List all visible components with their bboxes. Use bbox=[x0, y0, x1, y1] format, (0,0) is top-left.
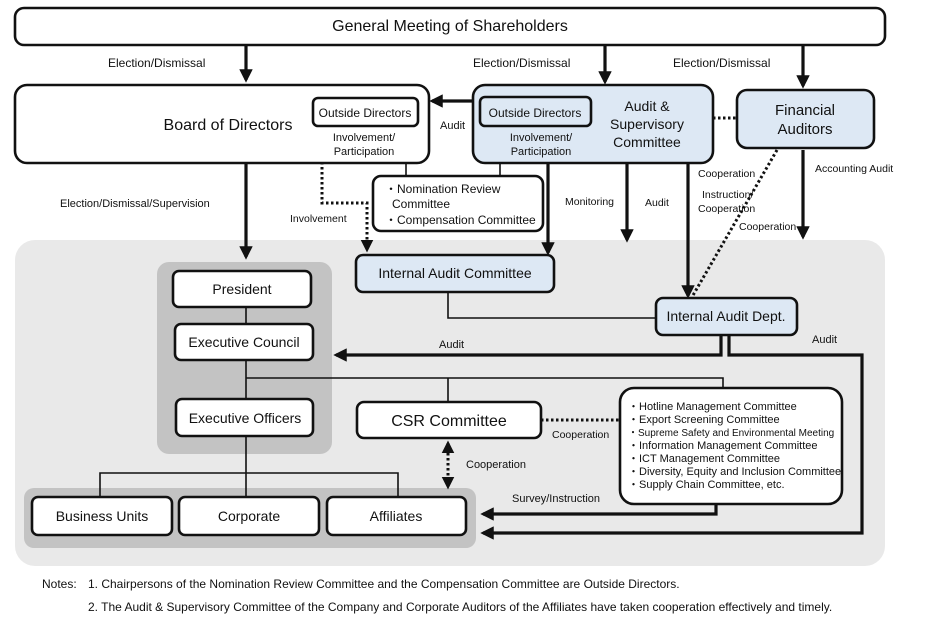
executive-council-label: Executive Council bbox=[188, 334, 299, 350]
committee-item: ・Supreme Safety and Environmental Meetin… bbox=[628, 428, 834, 439]
president-label: President bbox=[212, 281, 271, 297]
label-cooperation-financial: Cooperation bbox=[739, 221, 796, 233]
committee-item: ・Export Screening Committee bbox=[628, 414, 780, 426]
csr-committee-node: CSR Committee bbox=[355, 400, 543, 440]
label-election-supervision: Election/Dismissal/Supervision bbox=[60, 198, 210, 210]
label-cooperation-vertical: Cooperation bbox=[466, 459, 526, 471]
corporate-node: Corporate bbox=[177, 495, 321, 537]
arrow-dept-audit-affiliates bbox=[480, 335, 864, 540]
business-units-node: Business Units bbox=[30, 495, 174, 537]
asc-title-3: Committee bbox=[613, 134, 681, 150]
asc-involvement-label-1: Involvement/ bbox=[510, 132, 573, 144]
committee-item: ・Information Management Committee bbox=[628, 440, 818, 452]
financial-auditors-node: Financial Auditors bbox=[735, 88, 876, 150]
committee-item: ・Hotline Management Committee bbox=[628, 401, 797, 413]
label-election-board: Election/Dismissal bbox=[108, 56, 205, 70]
shareholders-label: General Meeting of Shareholders bbox=[332, 18, 568, 35]
internal-audit-committee-node: Internal Audit Committee bbox=[354, 253, 556, 294]
asc-involvement-label-2: Participation bbox=[511, 146, 572, 158]
financial-title-2: Auditors bbox=[777, 121, 832, 138]
label-election-asc: Election/Dismissal bbox=[473, 56, 570, 70]
president-node: President bbox=[171, 269, 313, 309]
label-cooperation-top: Cooperation bbox=[698, 168, 755, 180]
financial-title-1: Financial bbox=[775, 102, 835, 119]
nomination-line-3: ・Compensation Committee bbox=[385, 213, 536, 227]
committee-item: ・Diversity, Equity and Inclusion Committ… bbox=[628, 466, 841, 478]
internal-audit-dept-node: Internal Audit Dept. bbox=[654, 296, 799, 337]
board-node: Board of Directors Outside Directors Inv… bbox=[13, 83, 431, 165]
internal-audit-dept-label: Internal Audit Dept. bbox=[666, 308, 785, 324]
note-item: 2. The Audit & Supervisory Committee of … bbox=[88, 600, 832, 614]
committee-item: ・ICT Management Committee bbox=[628, 453, 780, 465]
affiliates-node: Affiliates bbox=[325, 495, 468, 537]
note-item: 1. Chairpersons of the Nomination Review… bbox=[88, 577, 680, 591]
label-audit-board: Audit bbox=[440, 120, 465, 132]
label-audit-exec: Audit bbox=[439, 339, 464, 351]
dotted-financial-internal-dept bbox=[690, 149, 779, 298]
council-branch bbox=[246, 377, 724, 387]
asc-title-1: Audit & bbox=[624, 98, 670, 114]
internal-committee-to-dept bbox=[447, 292, 656, 319]
board-label: Board of Directors bbox=[164, 117, 293, 134]
business-units-label: Business Units bbox=[56, 508, 149, 524]
shareholders-node: General Meeting of Shareholders bbox=[13, 6, 887, 47]
dotted-involvement-internal-audit bbox=[320, 162, 374, 253]
label-instruction-cooperation: Cooperation bbox=[698, 203, 755, 215]
board-involvement-label-1: Involvement/ bbox=[333, 132, 396, 144]
notes-prefix: Notes: bbox=[42, 577, 77, 591]
affiliates-label: Affiliates bbox=[370, 508, 423, 524]
label-audit-right: Audit bbox=[812, 334, 837, 346]
label-accounting-audit: Accounting Audit bbox=[815, 163, 893, 175]
nomination-line-2: Committee bbox=[392, 197, 450, 211]
board-involvement-label-2: Participation bbox=[334, 146, 395, 158]
internal-audit-committee-label: Internal Audit Committee bbox=[378, 265, 532, 281]
officers-branch bbox=[99, 472, 399, 496]
board-outside-directors-label: Outside Directors bbox=[319, 106, 412, 120]
label-election-financial: Election/Dismissal bbox=[673, 56, 770, 70]
corporate-label: Corporate bbox=[218, 508, 280, 524]
executive-officers-node: Executive Officers bbox=[174, 397, 315, 438]
audit-supervisory-committee-node: Outside Directors Involvement/ Participa… bbox=[471, 83, 715, 165]
label-monitoring: Monitoring bbox=[565, 196, 614, 208]
label-cooperation-csr: Cooperation bbox=[552, 429, 609, 441]
nomination-compensation-node: ・Nomination Review Committee ・Compensati… bbox=[371, 174, 545, 233]
executive-council-node: Executive Council bbox=[173, 322, 315, 362]
nomination-line-1: ・Nomination Review bbox=[385, 182, 501, 196]
committee-item: ・Supply Chain Committee, etc. bbox=[628, 479, 785, 491]
label-survey-instruction: Survey/Instruction bbox=[512, 493, 600, 505]
arrow-committees-affiliates bbox=[480, 504, 718, 521]
label-audit-asc: Audit bbox=[645, 197, 669, 209]
asc-title-2: Supervisory bbox=[610, 116, 684, 132]
label-instruction: Instruction/ bbox=[702, 189, 753, 201]
asc-outside-directors-label: Outside Directors bbox=[489, 106, 582, 120]
committees-list-node: ・Hotline Management Committee ・Export Sc… bbox=[618, 386, 844, 506]
label-involvement: Involvement bbox=[290, 213, 347, 225]
arrow-dept-audit-exec bbox=[333, 335, 723, 362]
executive-officers-label: Executive Officers bbox=[189, 410, 302, 426]
csr-committee-label: CSR Committee bbox=[391, 413, 507, 430]
